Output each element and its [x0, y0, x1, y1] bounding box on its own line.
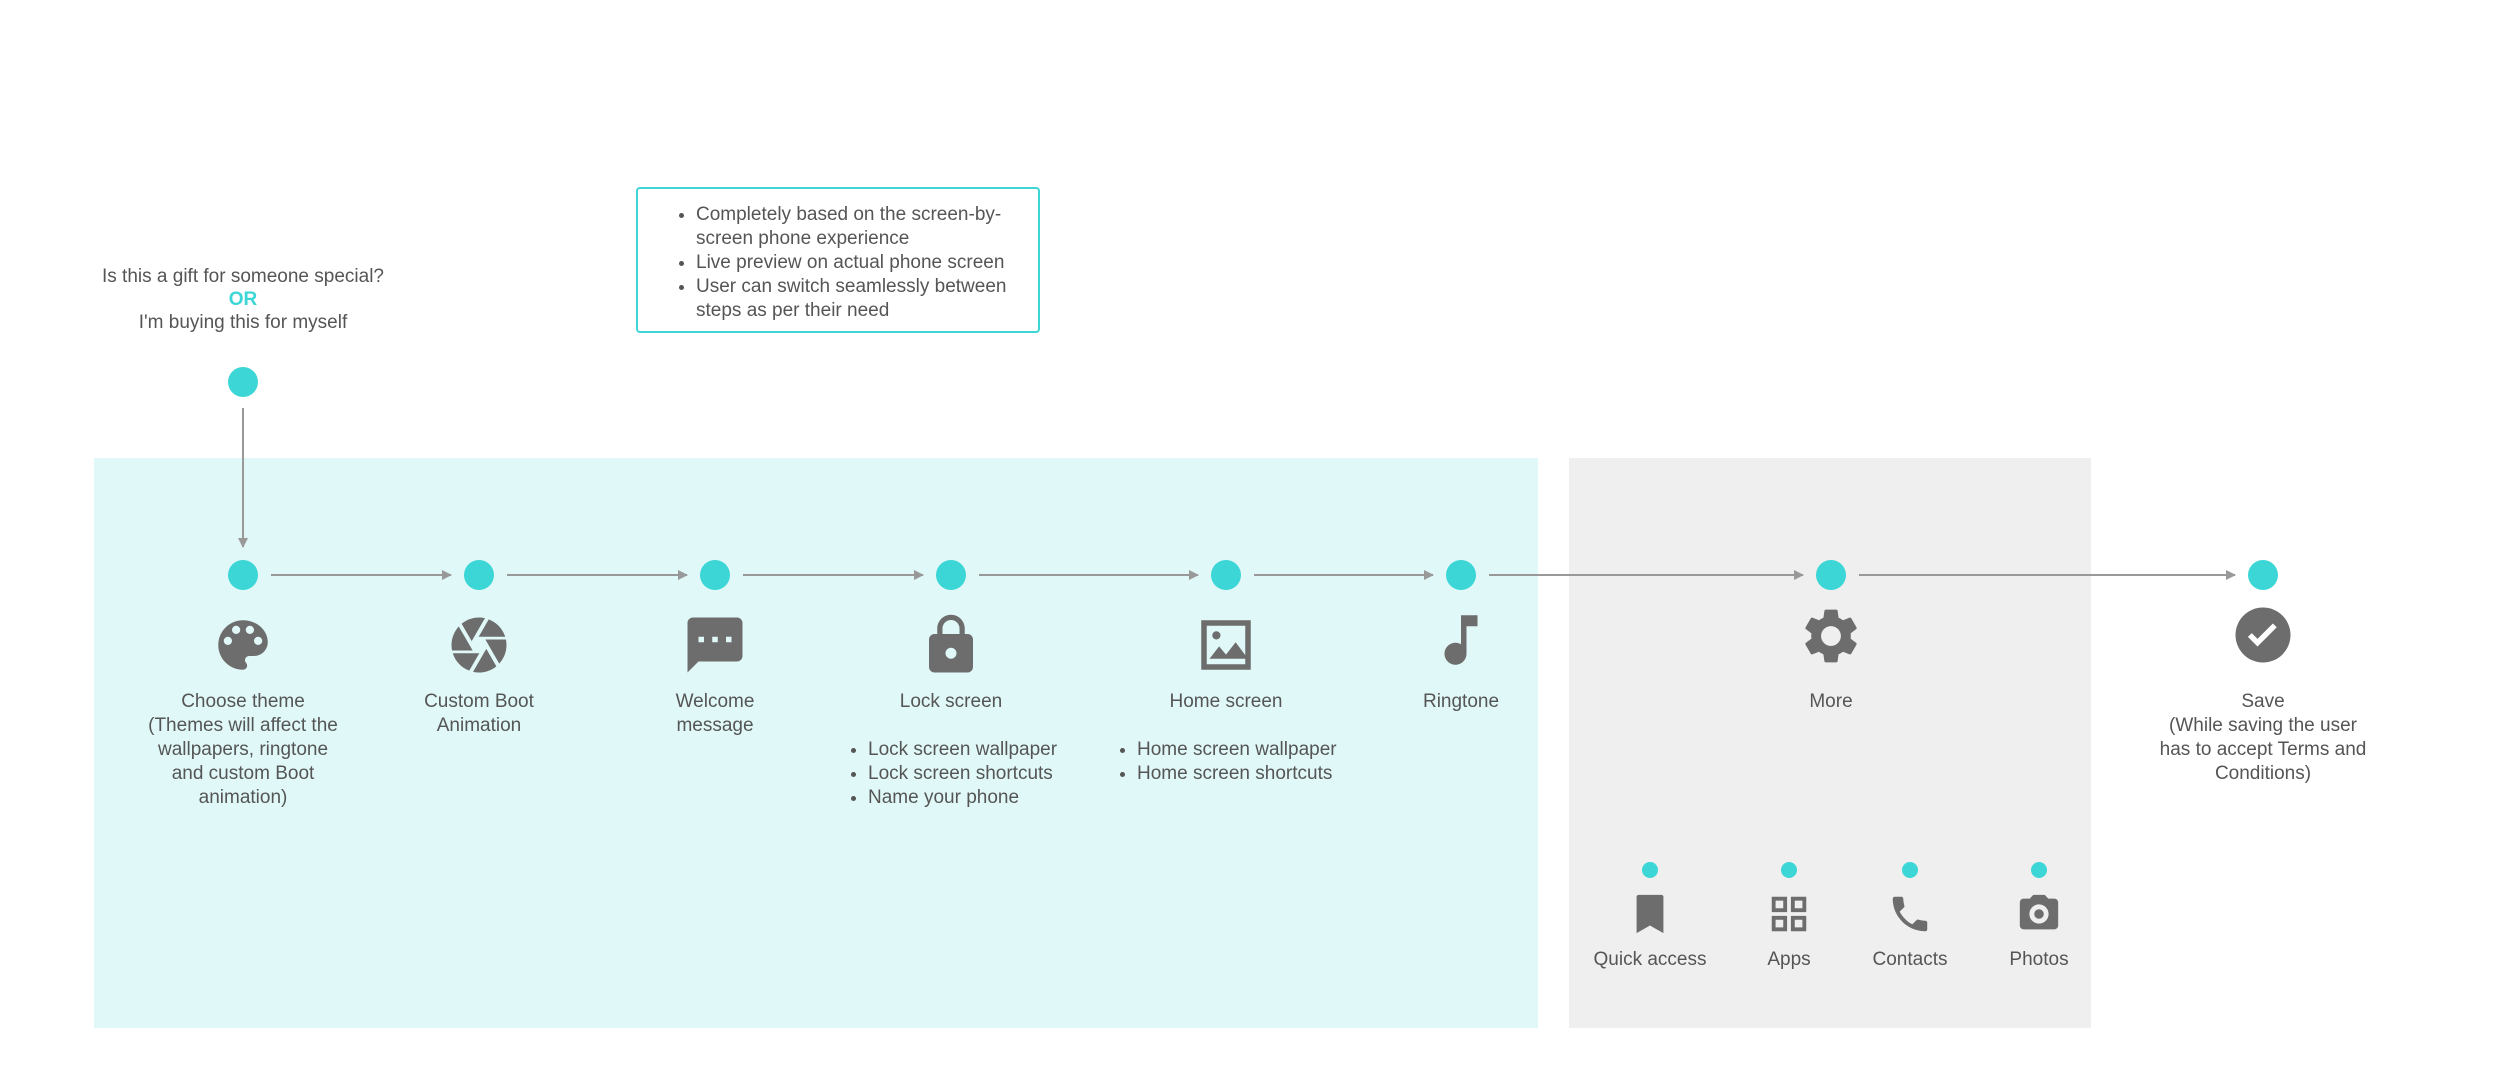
step-label-choose-theme: Choose theme (Themes will affect the wal… [123, 690, 363, 810]
camera-icon [2016, 891, 2062, 937]
callout-item: Live preview on actual phone screen [696, 251, 1056, 275]
step-title: Choose theme [181, 691, 305, 712]
lock-icon [918, 612, 984, 678]
step-title: Home screen [1169, 691, 1283, 712]
step-node-more[interactable] [1816, 560, 1846, 590]
callout-item: User can switch seamlessly between steps… [696, 275, 1056, 323]
step-label-boot-animation: Custom Boot Animation [409, 690, 549, 738]
shutter-icon [446, 612, 512, 678]
step-node-ringtone[interactable] [1446, 560, 1476, 590]
step-title: Welcome message [675, 691, 755, 736]
step-node-save[interactable] [2248, 560, 2278, 590]
step-node-welcome-message[interactable] [700, 560, 730, 590]
bookmark-icon [1627, 891, 1673, 937]
step-node-boot-animation[interactable] [464, 560, 494, 590]
intro-node[interactable] [228, 367, 258, 397]
quick-access-node[interactable] [1642, 862, 1658, 878]
step-title: Lock screen [899, 691, 1003, 712]
palette-icon [210, 612, 276, 678]
phone-icon [1887, 891, 1933, 937]
callout-item: Completely based on the screen-by-screen… [696, 203, 1056, 251]
step-label-more: More [1711, 690, 1951, 714]
step-label-home-screen: Home screen [1106, 690, 1346, 714]
contacts-label: Contacts [1872, 949, 1948, 970]
customize-panel [94, 458, 1538, 1028]
home-screen-options: Home screen wallpaper Home screen shortc… [1115, 738, 1337, 786]
step-label-lock-screen: Lock screen [831, 690, 1071, 714]
apps-node[interactable] [1781, 862, 1797, 878]
apps-grid-icon [1766, 891, 1812, 937]
list-item: Lock screen wallpaper [868, 738, 1057, 762]
more-panel [1569, 458, 2091, 1028]
list-item: Home screen shortcuts [1137, 762, 1337, 786]
step-title: Ringtone [1422, 691, 1500, 712]
gift-question-text: Is this a gift for someone special? [102, 266, 384, 287]
step-label-save: Save (While saving the user has to accep… [2158, 690, 2368, 786]
step-node-home-screen[interactable] [1211, 560, 1241, 590]
apps-label: Apps [1767, 949, 1811, 970]
step-description: (Themes will affect the wallpapers, ring… [148, 715, 338, 808]
lock-screen-options: Lock screen wallpaper Lock screen shortc… [846, 738, 1057, 810]
self-purchase-text: I'm buying this for myself [138, 312, 348, 333]
gear-icon [1798, 603, 1864, 669]
check-circle-icon [2230, 602, 2296, 668]
or-label: OR [228, 289, 258, 310]
step-title: More [1809, 691, 1853, 712]
quick-access-label: Quick access [1593, 949, 1707, 970]
callout-list: Completely based on the screen-by-screen… [654, 203, 1056, 323]
step-label-welcome-message: Welcome message [660, 690, 770, 738]
step-title: Custom Boot Animation [424, 691, 534, 736]
feature-callout: Completely based on the screen-by-screen… [636, 187, 1040, 333]
gift-question: Is this a gift for someone special? OR I… [63, 265, 423, 334]
step-label-ringtone: Ringtone [1341, 690, 1581, 714]
list-item: Name your phone [868, 786, 1057, 810]
image-icon [1193, 612, 1259, 678]
list-item: Home screen wallpaper [1137, 738, 1337, 762]
message-icon [682, 612, 748, 678]
contacts-node[interactable] [1902, 862, 1918, 878]
photos-label: Photos [2009, 949, 2069, 970]
step-node-lock-screen[interactable] [936, 560, 966, 590]
list-item: Lock screen shortcuts [868, 762, 1057, 786]
photos-node[interactable] [2031, 862, 2047, 878]
music-icon [1428, 607, 1494, 673]
step-description: (While saving the user has to accept Ter… [2159, 715, 2367, 784]
step-node-choose-theme[interactable] [228, 560, 258, 590]
step-title: Save [2241, 691, 2285, 712]
